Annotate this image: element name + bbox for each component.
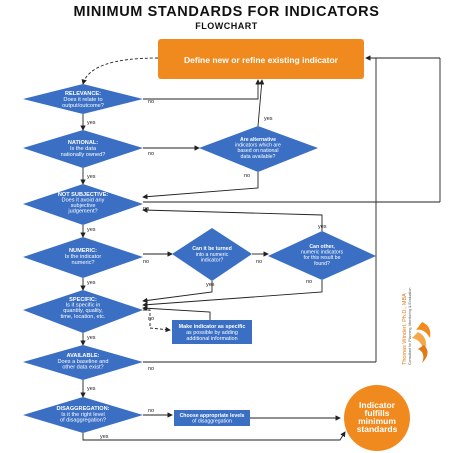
- not-subjective-line-1: NOT SUBJECTIVE:: [58, 192, 108, 198]
- relevance-diamond: [23, 84, 143, 114]
- end-circle: [344, 385, 410, 451]
- turn-numeric-diamond: [172, 228, 252, 281]
- decision-nodes: [23, 84, 376, 433]
- relevance-line-2: Does it relate to: [63, 97, 102, 103]
- label-notsubjective-no: no: [143, 206, 149, 212]
- not-subjective-line-2: Does it avoid any: [62, 198, 105, 204]
- edge-other-no: [142, 280, 323, 308]
- available-line-2: Does a baseline and: [57, 359, 108, 365]
- relevance-line-1: RELEVANCE:: [65, 91, 101, 97]
- label-other-no: no: [306, 279, 312, 285]
- numeric-diamond: [23, 237, 143, 278]
- other-numeric-line-4: found?: [314, 261, 330, 267]
- specific-line-2: Is it specific in: [66, 303, 101, 309]
- alternative-line-3: based on national: [238, 148, 279, 154]
- available-diamond: [23, 345, 143, 380]
- label-alternative-no: no: [244, 173, 250, 179]
- brand-tagline: Consultant for Planning, Monitoring & Ev…: [408, 287, 412, 365]
- numeric-line-1: NUMERIC:: [69, 248, 97, 254]
- national-line-2: Is the data: [70, 146, 97, 152]
- make-specific-line-3: additional information: [186, 336, 237, 342]
- brand-logo: [412, 322, 431, 363]
- turn-numeric-line-3: indicator?: [201, 258, 224, 264]
- end-line-3: minimum: [358, 416, 396, 426]
- numeric-line-3: numeric?: [71, 260, 94, 266]
- numeric-line-2: Is the indicator: [65, 254, 102, 260]
- specific-line-4: time, location, etc.: [60, 314, 106, 320]
- available-line-1: AVAILABLE:: [66, 353, 99, 359]
- other-numeric-line-2: numeric indicators: [301, 250, 343, 256]
- disaggregation-diamond: [23, 397, 143, 433]
- end-line-2: fulfills: [364, 408, 389, 418]
- label-specific-no: no: [148, 316, 154, 322]
- other-numeric-diamond: [268, 231, 376, 280]
- node-texts: RELEVANCE:Does it relate tooutput/outcom…: [56, 91, 397, 434]
- make-specific-box: [172, 320, 252, 344]
- relevance-line-3: output/outcome?: [62, 103, 104, 109]
- edge-start-relevance: [81, 57, 159, 85]
- connectors: [80, 55, 441, 441]
- choose-levels-line-2: of disaggregation: [192, 418, 232, 424]
- alternative-line-2: indicators which are: [235, 143, 281, 149]
- label-specific-yes: yes: [87, 335, 96, 341]
- edge-relevance-no: [143, 79, 261, 100]
- label-notsubjective-yes: yes: [87, 227, 96, 233]
- not-subjective-line-4: judgement?: [67, 209, 97, 215]
- label-other-yes: yes: [318, 224, 327, 230]
- specific-line-3: quantity, quality,: [63, 308, 103, 314]
- national-line-1: NATIONAL:: [68, 140, 98, 146]
- end-line-4: standards: [357, 424, 398, 434]
- label-national-yes: yes: [87, 174, 96, 180]
- edge-make-specific: [142, 305, 211, 320]
- alternative-diamond: [199, 126, 318, 172]
- label-available-yes: yes: [87, 386, 96, 392]
- label-alternative-yes: yes: [264, 116, 273, 122]
- edge-specific-no: [143, 309, 171, 333]
- start-label: Define new or refine existing indicator: [184, 55, 339, 65]
- alternative-line-1: Are alternative: [240, 137, 276, 143]
- other-numeric-line-3: for this result be: [304, 255, 341, 261]
- choose-levels-box: [174, 410, 250, 426]
- brand-text: Thomas Winderl, Ph.D., MBA Consultant fo…: [402, 275, 412, 365]
- turn-numeric-line-1: Can it be turned: [192, 246, 231, 252]
- available-line-3: other data exist?: [62, 365, 103, 371]
- label-relevance-no: no: [148, 99, 154, 105]
- edge-disagg-yes: [82, 431, 346, 441]
- specific-diamond: [23, 290, 143, 333]
- choose-levels-line-1: Choose appropriate levels: [180, 413, 245, 419]
- not-subjective-line-3: subjective: [71, 203, 96, 209]
- not-subjective-diamond: [23, 184, 143, 225]
- alternative-line-4: data available?: [241, 154, 276, 160]
- label-relevance-yes: yes: [87, 120, 96, 126]
- label-turn-no: no: [256, 259, 262, 265]
- label-available-no: no: [148, 366, 154, 372]
- edge-labels: no yes no yes no yes no yes no no yes ye…: [87, 99, 327, 440]
- specific-line-1: SPECIFIC:: [69, 297, 97, 303]
- disaggregation-line-2: Is it the right level: [61, 412, 105, 418]
- national-diamond: [23, 130, 143, 168]
- make-specific-line-2: as possible by adding: [186, 330, 238, 336]
- page-subtitle: FLOWCHART: [195, 21, 258, 31]
- page-title: MINIMUM STANDARDS FOR INDICATORS: [73, 4, 380, 20]
- label-numeric-yes: yes: [87, 280, 96, 286]
- other-numeric-line-1: Can other,: [309, 244, 335, 250]
- label-disagg-no: no: [148, 408, 154, 414]
- edge-other-yes: [142, 207, 323, 231]
- edge-alternative-start: [257, 79, 265, 127]
- turn-numeric-line-2: into a numeric: [196, 252, 229, 258]
- label-numeric-no: no: [143, 259, 149, 265]
- edge-alternative-no: [142, 172, 259, 200]
- end-line-1: Indicator: [359, 400, 396, 410]
- make-specific-line-1: Make indicator as specific: [179, 324, 246, 330]
- start-box: Define new or refine existing indicator: [158, 39, 364, 79]
- label-turn-yes: yes: [206, 282, 215, 288]
- national-line-3: nationally owned?: [61, 152, 106, 158]
- edge-turn-yes: [142, 281, 213, 304]
- disaggregation-line-3: of disaggregation?: [60, 418, 106, 424]
- disaggregation-line-1: DISAGGREGATION:: [56, 406, 109, 412]
- label-disagg-yes: yes: [100, 434, 109, 440]
- label-national-no: no: [148, 151, 154, 157]
